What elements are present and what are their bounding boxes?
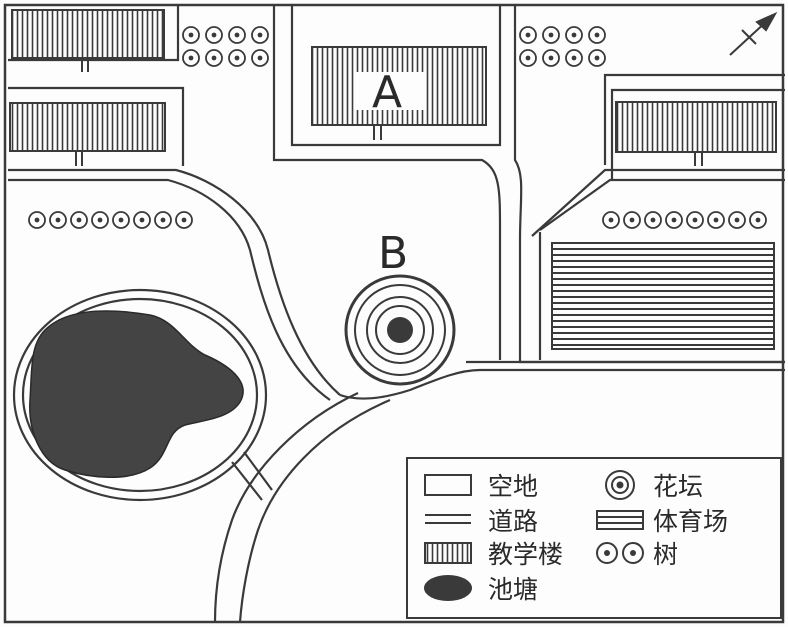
north-east-arrow-icon <box>729 11 778 56</box>
tree-row-right <box>602 211 767 229</box>
road-top-left <box>8 5 180 62</box>
horizontal-striped-rectangle-icon <box>596 510 644 530</box>
label-a: A <box>372 67 402 118</box>
vertical-hatched-rectangle-icon <box>424 542 472 564</box>
road-right-upper <box>603 73 785 165</box>
legend-label-sports-field: 体育场 <box>653 507 728 536</box>
tree-cluster-top-left <box>182 26 269 67</box>
legend-label-teaching-building: 教学楼 <box>488 540 563 569</box>
empty-rectangle-icon <box>424 474 472 496</box>
roads <box>8 5 785 623</box>
concentric-circles-icon <box>605 470 635 500</box>
building-left-2 <box>9 102 166 152</box>
dark-ellipse-icon <box>424 575 472 601</box>
road-curve-bottom <box>213 392 359 623</box>
tree-row-left <box>28 211 193 229</box>
legend-label-pond: 池塘 <box>488 575 538 604</box>
legend-label-open-space: 空地 <box>488 472 538 501</box>
road-lower <box>339 368 785 400</box>
flower-bed-b <box>344 274 456 386</box>
legend-label-road: 道路 <box>488 507 538 536</box>
pond <box>29 310 244 478</box>
tree-cluster-top-right <box>519 26 606 67</box>
map-border <box>3 3 785 624</box>
building-right <box>615 101 777 153</box>
road-left-upper <box>8 168 341 396</box>
legend-label-tree: 树 <box>653 540 678 569</box>
sports-field <box>551 242 775 350</box>
pond-area <box>12 288 268 502</box>
road-around-a <box>272 5 502 360</box>
double-line-icon <box>425 514 471 524</box>
two-circles-with-dots-icon <box>596 542 644 564</box>
building-top-left <box>11 9 165 59</box>
legend: 空地 道路 教学楼 池塘 花坛 体育场 <box>406 457 782 619</box>
label-b: B <box>378 228 408 279</box>
legend-label-flower-bed: 花坛 <box>653 472 703 501</box>
